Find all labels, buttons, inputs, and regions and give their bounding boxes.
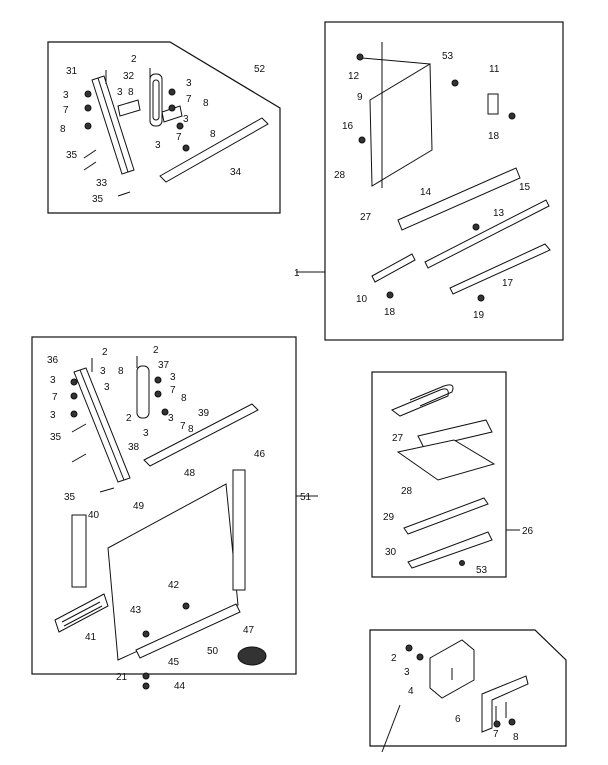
label-34: 34: [230, 167, 242, 178]
label-10: 10: [356, 294, 368, 305]
label-8d: 8: [128, 87, 134, 98]
label-51: 51: [300, 492, 312, 503]
label-3c: 3: [183, 114, 189, 125]
label-37: 37: [158, 360, 170, 371]
label-35-c: 35: [50, 432, 62, 443]
label-3-m: 3: [404, 667, 410, 678]
label-30: 30: [385, 547, 397, 558]
label-8-g: 8: [188, 424, 194, 435]
label-15: 15: [519, 182, 531, 193]
label-26: 26: [522, 526, 534, 537]
label-3-l: 3: [143, 428, 149, 439]
label-3d: 3: [155, 140, 161, 151]
label-46: 46: [254, 449, 266, 460]
label-3e: 3: [117, 87, 123, 98]
label-50: 50: [207, 646, 219, 657]
label-35-d: 35: [64, 492, 76, 503]
label-2-c: 2: [153, 345, 159, 356]
label-12: 12: [348, 71, 360, 82]
label-8-e: 8: [118, 366, 124, 377]
label-41: 41: [85, 632, 97, 643]
assembly-1: 12 53 9 11 16 18 28 14 15 27 13 1 17 10 …: [294, 21, 564, 341]
label-2-d: 2: [126, 413, 132, 424]
label-53: 53: [442, 51, 454, 62]
label-1: 1: [294, 268, 300, 279]
label-53-b: 53: [476, 565, 488, 576]
label-45: 45: [168, 657, 180, 668]
label-18b: 18: [384, 307, 396, 318]
label-29: 29: [383, 512, 395, 523]
label-3-i: 3: [104, 382, 110, 393]
label-40: 40: [88, 510, 100, 521]
label-33: 33: [96, 178, 108, 189]
label-8-f: 8: [181, 393, 187, 404]
label-14: 14: [420, 187, 432, 198]
label-3b: 3: [186, 78, 192, 89]
label-7-d: 7: [52, 392, 58, 403]
label-2-b: 2: [102, 347, 108, 358]
label-35b: 35: [92, 194, 104, 205]
label-8c: 8: [210, 129, 216, 140]
label-3: 3: [63, 90, 69, 101]
assembly-51: 2 2 36 37 3 7 3 3 8 3 3 7 8 39 2 3 7 8 3…: [31, 336, 318, 692]
label-28-b: 28: [401, 486, 413, 497]
label-39: 39: [198, 408, 210, 419]
label-3-j: 3: [170, 372, 176, 383]
label-7c: 7: [176, 132, 182, 143]
label-31: 31: [66, 66, 78, 77]
label-7-e: 7: [170, 385, 176, 396]
label-19: 19: [473, 310, 485, 321]
label-32: 32: [123, 71, 135, 82]
label-47: 47: [243, 625, 255, 636]
label-17: 17: [502, 278, 514, 289]
assembly-52: 2 31 32 52 3 7 8 35 33 35 34 3 7 8 3 8 3…: [47, 41, 281, 214]
label-7-g: 7: [493, 729, 499, 740]
label-16: 16: [342, 121, 354, 132]
label-11: 11: [489, 64, 500, 75]
label-43: 43: [130, 605, 142, 616]
assembly-26: 27 28 29 26 30 53: [371, 371, 534, 578]
label-9: 9: [357, 92, 363, 103]
label-8b: 8: [203, 98, 209, 109]
label-7: 7: [63, 105, 69, 116]
label-27: 27: [360, 212, 372, 223]
label-44: 44: [174, 681, 186, 692]
label-3-g: 3: [50, 410, 56, 421]
label-49: 49: [133, 501, 145, 512]
label-52: 52: [254, 64, 266, 75]
label-7b: 7: [186, 94, 192, 105]
label-27-b: 27: [392, 433, 404, 444]
label-18: 18: [488, 131, 500, 142]
label-36: 36: [47, 355, 59, 366]
label-6: 6: [455, 714, 461, 725]
label-42: 42: [168, 580, 180, 591]
label-13: 13: [493, 208, 505, 219]
label-48: 48: [184, 468, 196, 479]
label-38: 38: [128, 442, 140, 453]
label-3-k: 3: [168, 413, 174, 424]
label-3-f: 3: [50, 375, 56, 386]
label-21: 21: [116, 672, 128, 683]
label-8-h: 8: [513, 732, 519, 743]
label-7-f: 7: [180, 421, 186, 432]
label-2-e: 2: [391, 653, 397, 664]
label-2: 2: [131, 54, 137, 65]
label-4: 4: [408, 686, 414, 697]
label-3-h: 3: [100, 366, 106, 377]
label-35: 35: [66, 150, 78, 161]
label-8: 8: [60, 124, 66, 135]
assembly-bracket: 2 3 4 6 7 8: [369, 629, 567, 753]
label-28: 28: [334, 170, 346, 181]
